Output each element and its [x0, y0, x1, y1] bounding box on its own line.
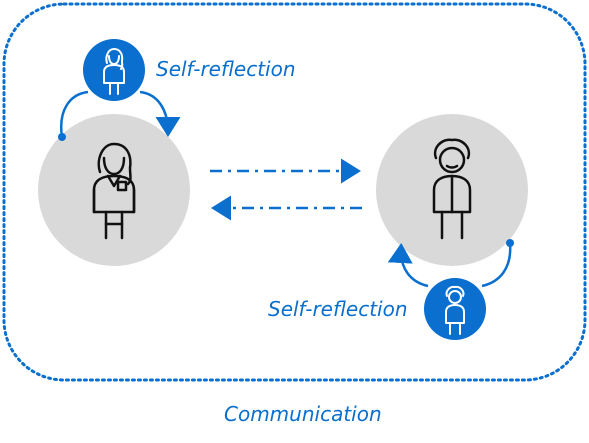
top-loop-start-dot: [58, 133, 66, 141]
bottom-reflection-loop-arrow: [401, 243, 512, 288]
female-person-icon: [92, 142, 136, 240]
bottom-self-reflection-node: [424, 278, 486, 340]
top-reflection-loop-arrow: [59, 90, 168, 137]
bottom-loop-start-dot: [506, 239, 514, 247]
male-person-icon: [432, 138, 472, 240]
bottom-self-reflection-label: Self-reflection: [268, 297, 408, 321]
right-person-node: [376, 114, 528, 266]
communication-label: Communication: [224, 402, 382, 426]
top-self-reflection-node: [83, 39, 145, 101]
female-person-small-icon: [103, 48, 125, 95]
top-self-reflection-label: Self-reflection: [156, 57, 296, 81]
communication-boundary: [2, 2, 587, 382]
male-person-small-icon: [445, 285, 465, 335]
left-person-node: [38, 114, 190, 266]
